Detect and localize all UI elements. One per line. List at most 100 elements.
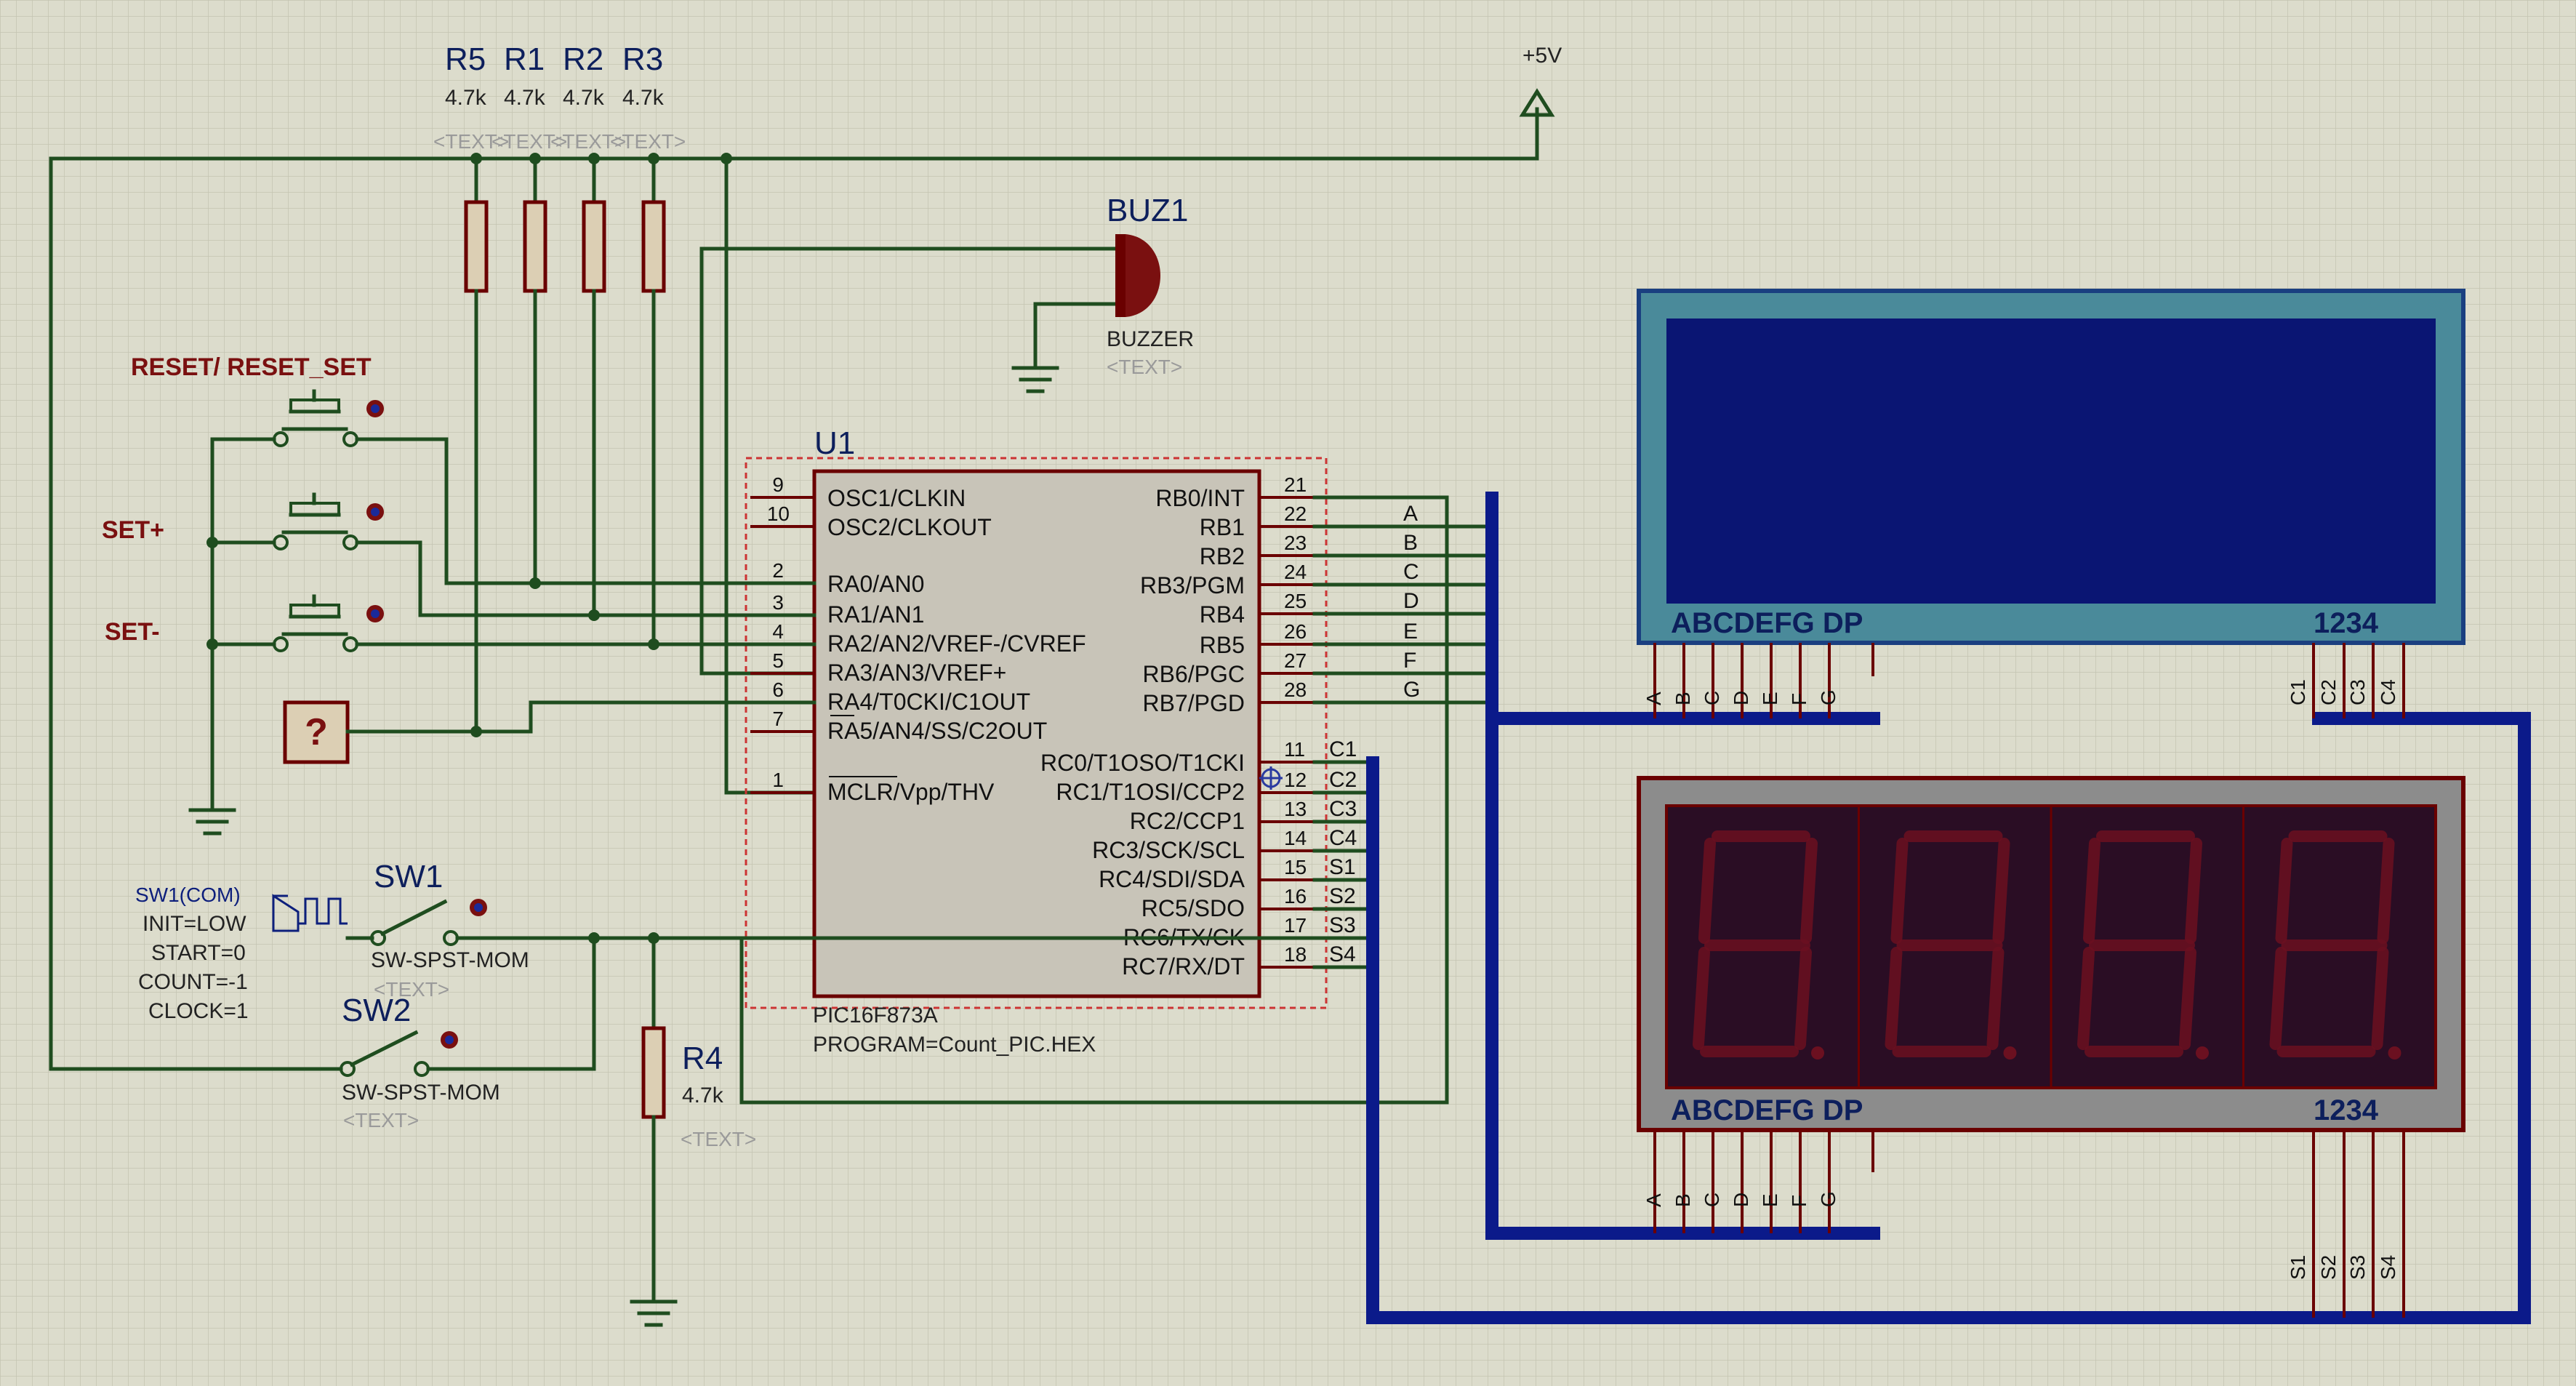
net-label: A: [1403, 502, 1418, 526]
segment: [1890, 838, 1909, 944]
r4-resistor: R4 4.7k <TEXT>: [630, 936, 756, 1327]
pin-num: 4: [772, 620, 784, 643]
set-plus-label: SET+: [102, 516, 164, 544]
r2-value: 4.7k: [563, 86, 605, 110]
r4-value: 4.7k: [682, 1083, 724, 1107]
net-label: D: [1403, 589, 1419, 613]
r4-text: <TEXT>: [681, 1128, 756, 1150]
pin-name: RC4/SDI/SDA: [1099, 866, 1245, 892]
pin-label: E: [1759, 692, 1781, 705]
segment: [2269, 947, 2287, 1050]
net-label: C3: [1329, 797, 1357, 821]
segment: [1698, 838, 1716, 944]
segment: [1992, 838, 2010, 944]
segment: [2377, 838, 2395, 944]
net-label: C: [1403, 560, 1419, 584]
pin-name: RB5: [1200, 632, 1245, 658]
pin-num: 26: [1284, 620, 1307, 643]
led-segment-label: ABCDEFG DP: [1671, 1094, 1863, 1126]
led-digit-pin-lines: [2312, 1130, 2405, 1318]
pin-name: RA4/T0CKI/C1OUT: [827, 689, 1030, 715]
sw2-type: SW-SPST-MOM: [342, 1081, 500, 1105]
net-label: C4: [1329, 826, 1357, 850]
pin-name: RA1/AN1: [827, 601, 924, 628]
pin-name: RA5/AN4/SS/C2OUT: [827, 718, 1047, 744]
segment: [2371, 947, 2389, 1050]
set-plus-push-button[interactable]: [273, 492, 384, 550]
pin-num: 23: [1284, 532, 1307, 554]
gen-line: COUNT=-1: [138, 970, 248, 994]
r2-ref: R2: [563, 41, 603, 77]
decimal-point: [2196, 1046, 2209, 1059]
pin-label: S1: [2287, 1255, 2309, 1280]
pin-name: RB0/INT: [1155, 485, 1245, 511]
pin-num: 9: [772, 473, 784, 496]
pin-label: F: [1788, 1195, 1810, 1207]
lcd-digit-pin-lines: [2312, 643, 2405, 718]
pin-name: RB7/PGD: [1143, 690, 1245, 716]
segment: [1693, 947, 1710, 1050]
pin-label: F: [1788, 693, 1810, 705]
segment: [2179, 947, 2196, 1050]
pin-label: B: [1672, 692, 1694, 705]
led-digit-label: 1234: [2314, 1094, 2379, 1126]
pin-name: RB2: [1200, 543, 1245, 569]
pin-num: 10: [767, 502, 790, 525]
pin-label: D: [1730, 691, 1752, 705]
pin-num: 24: [1284, 561, 1307, 583]
pin-name: RB6/PGC: [1143, 661, 1245, 687]
reset-push-button[interactable]: [273, 389, 384, 447]
pin-num: 7: [772, 708, 784, 730]
pin-num: 6: [772, 678, 784, 701]
segment: [2077, 947, 2095, 1050]
buzzer-value: BUZZER: [1107, 327, 1194, 351]
pin-label: A: [1642, 1193, 1665, 1207]
decimal-point: [1811, 1046, 1824, 1059]
mcu-right-pins: 21 22 23 24 25 26 27 28 11 12 13 14 15 1…: [1040, 473, 1315, 980]
sw1-switch[interactable]: SW1 SW-SPST-MOM <TEXT>: [345, 859, 529, 1001]
net-label: C1: [1329, 737, 1357, 761]
segment: [2275, 838, 2293, 944]
pin-name: MCLR/Vpp/THV: [827, 779, 995, 805]
pin-num: 3: [772, 591, 784, 614]
pin-label: S4: [2377, 1255, 2399, 1280]
net-label: G: [1403, 678, 1420, 702]
pin-name: RC7/RX/DT: [1122, 953, 1245, 980]
push-buttons: RESET/ RESET_SET SET+ SET-: [102, 353, 816, 836]
r5-ref: R5: [445, 41, 486, 77]
pin-num: 14: [1284, 827, 1307, 849]
lcd-screen: [1666, 319, 2436, 604]
pin-label: C3: [2346, 679, 2369, 705]
pin-label: S2: [2317, 1255, 2340, 1280]
pin-label: B: [1672, 1193, 1694, 1207]
net-label: E: [1403, 620, 1418, 644]
sw1-generator-labels: SW1(COM) INIT=LOW START=0 COUNT=-1 CLOCK…: [135, 884, 348, 1023]
rb-wires: A B C D E F G: [739, 495, 1494, 1105]
lcd-seg-pin-lines: [1653, 643, 1874, 718]
set-minus-label: SET-: [105, 618, 160, 646]
pin-label: C4: [2377, 679, 2399, 705]
sw1-ref: SW1: [374, 859, 443, 894]
pin-num: 28: [1284, 678, 1307, 701]
mcu-left-pins: 9 10 2 3 4 5 6 7 1 OSC1/CLKIN OSC2/CLKOU…: [750, 473, 1086, 805]
pin-num: 22: [1284, 502, 1307, 525]
r1-ref: R1: [504, 41, 545, 77]
mcu-ref: U1: [814, 425, 855, 461]
sw1-text: <TEXT>: [374, 978, 449, 1001]
net-label: S1: [1329, 855, 1356, 879]
gen-line: START=0: [151, 941, 246, 965]
led-display: ABCDEFG DP 1234 A B C D E F G S1 S2 S3 S…: [1637, 776, 2465, 1318]
gen-line: INIT=LOW: [143, 912, 246, 936]
gen-line: SW1(COM): [135, 884, 241, 906]
pin-name: RA2/AN2/VREF-/CVREF: [827, 630, 1086, 657]
segment: [2185, 838, 2202, 944]
sw2-switch[interactable]: SW2 SW-SPST-MOM <TEXT>: [340, 993, 500, 1131]
pin-name: RC2/CCP1: [1130, 808, 1245, 834]
pin-name: RB4: [1200, 601, 1245, 628]
segment: [1986, 947, 2005, 1050]
net-label: F: [1403, 649, 1416, 673]
r3-text: <TEXT>: [610, 130, 686, 153]
r4-ref: R4: [682, 1041, 723, 1076]
pin-name: RC1/T1OSI/CCP2: [1056, 779, 1245, 805]
